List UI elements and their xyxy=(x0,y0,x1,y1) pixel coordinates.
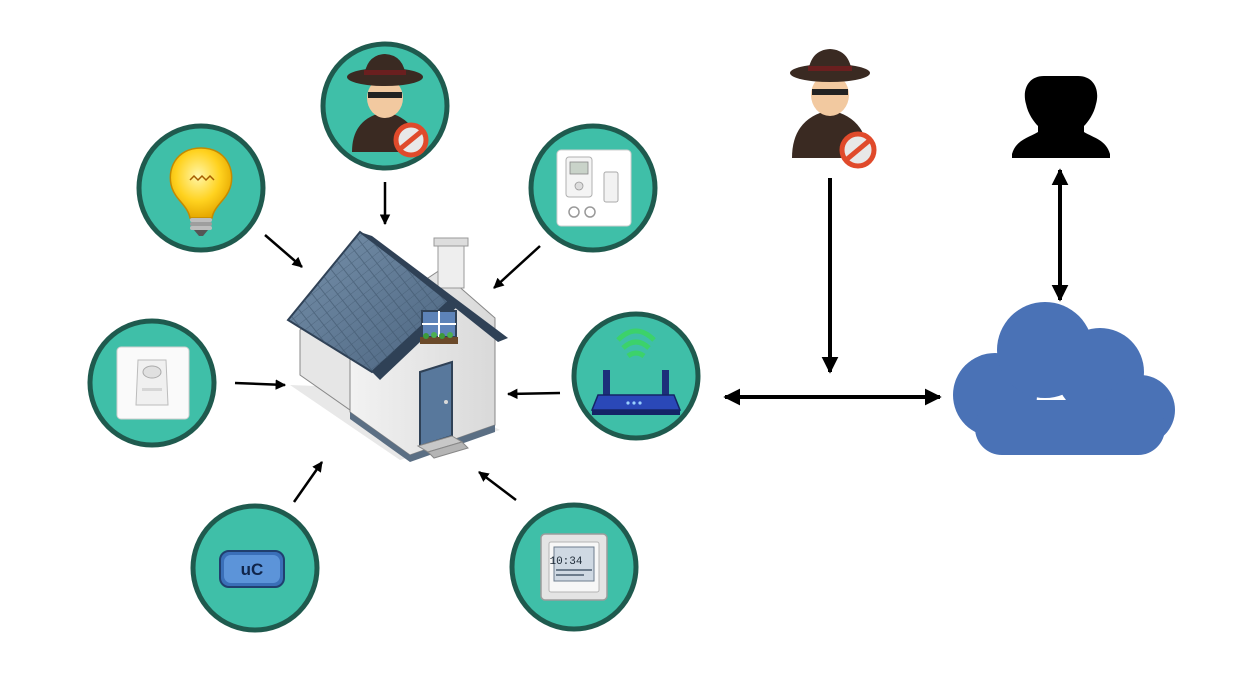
microcontroller-node: uC xyxy=(190,503,320,633)
arrow-panel-to-house xyxy=(478,471,517,501)
motion-sensor-icon xyxy=(116,346,190,420)
house-icon xyxy=(286,230,508,462)
cloud-icon xyxy=(953,302,1175,455)
attacker-remote-node xyxy=(790,49,877,169)
wifi-router-icon xyxy=(590,328,682,415)
light-bulb-icon xyxy=(169,147,233,236)
attacker-icon xyxy=(347,54,429,158)
attacker-local-node xyxy=(320,41,450,171)
light-bulb-node xyxy=(136,123,266,253)
arrows xyxy=(234,168,1069,503)
arrow-router-to-house xyxy=(506,388,561,400)
arrow-thermostat-to-house xyxy=(493,245,541,289)
user-node xyxy=(1012,76,1110,158)
user-silhouette-icon xyxy=(1012,76,1110,158)
attacker-icon xyxy=(790,49,877,169)
smart-panel-time: 10:34 xyxy=(549,556,582,568)
smart-panel-node: 10:34 xyxy=(509,502,639,632)
arrow-sensor-to-house xyxy=(234,379,287,390)
motion-sensor-node xyxy=(87,318,217,448)
thermostat-icon xyxy=(556,149,632,227)
router-node xyxy=(571,311,701,441)
arrow-bulb-to-house xyxy=(264,234,303,268)
microcontroller-label: uC xyxy=(241,560,264,579)
thermostat-node xyxy=(528,123,658,253)
arrow-uc-to-house xyxy=(292,461,324,503)
microcontroller-icon: uC xyxy=(219,550,285,588)
smart-panel-icon: 10:34 xyxy=(540,533,608,601)
